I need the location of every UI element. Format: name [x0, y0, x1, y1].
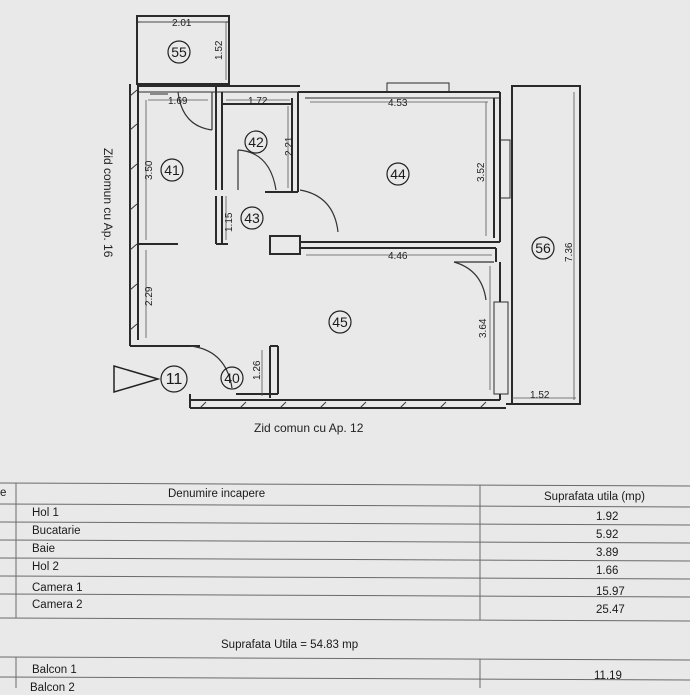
row-area: 15.97 [596, 586, 625, 598]
dim-label: 3.50 [144, 160, 155, 180]
row-area: 11.19 [594, 670, 622, 682]
dimension-labels: 2.01 1.52 1.69 1.72 4.53 2.21 3.52 3.50 … [144, 18, 575, 401]
room-number: 41 [164, 162, 180, 178]
dim-label: 1.26 [252, 360, 263, 380]
row-name: Camera 2 [32, 599, 83, 611]
row-area: 1.66 [596, 565, 619, 577]
walls [129, 15, 581, 409]
room-number: 55 [171, 44, 187, 60]
door-swings [177, 91, 494, 389]
room-number: 42 [248, 134, 264, 150]
dim-label: 2.01 [172, 18, 192, 29]
room-number: 11 [166, 371, 183, 388]
room-number: 44 [390, 166, 406, 182]
dim-label: 1.15 [224, 212, 235, 232]
dim-label: 1.52 [214, 40, 225, 60]
bottom-wall-label: Zid comun cu Ap. 12 [254, 421, 364, 435]
room-number: 45 [332, 314, 348, 330]
dim-label: 4.46 [388, 251, 408, 262]
wall-hatching [129, 89, 487, 409]
left-wall-label: Zid comun cu Ap. 16 [101, 148, 115, 258]
dim-label: 4.53 [388, 98, 408, 109]
area-table: e Denumire incapere Suprafata utila (mp)… [0, 481, 690, 694]
entry-marker [113, 364, 161, 394]
room-number: 40 [224, 370, 240, 386]
total-area: Suprafata Utila = 54.83 mp [221, 639, 359, 651]
room-markers [160, 40, 555, 393]
dim-label: 2.21 [284, 136, 295, 156]
row-name: Hol 1 [32, 507, 59, 519]
dim-label: 1.52 [530, 390, 550, 401]
table-grid [0, 482, 690, 688]
row-name: Baie [32, 543, 56, 555]
room-number: 43 [244, 210, 260, 226]
room-numbers: 55 41 42 43 44 45 56 40 11 [164, 44, 551, 388]
row-name: Balcon 2 [30, 682, 75, 694]
row-area: 5.92 [596, 529, 619, 541]
row-name: Hol 2 [32, 561, 59, 573]
dim-label: 3.64 [478, 318, 489, 338]
dim-label: 2.29 [144, 286, 155, 306]
row-name: Bucatarie [32, 525, 81, 537]
row-area: 3.89 [596, 547, 619, 559]
column-header-area: Suprafata utila (mp) [544, 491, 645, 503]
dim-label: 1.69 [168, 96, 188, 107]
dimension-lines [140, 21, 576, 400]
dim-label: 1.72 [248, 96, 268, 107]
column-header-room-name: Denumire incapere [168, 488, 266, 500]
row-name: Camera 1 [32, 582, 83, 594]
row-area: 25.47 [596, 604, 625, 616]
dim-label: 3.52 [476, 162, 487, 182]
floor-plan: 2.01 1.52 1.69 1.72 4.53 2.21 3.52 3.50 … [101, 15, 581, 435]
row-area: 1.92 [596, 511, 619, 523]
column-header-index: e [0, 487, 7, 499]
room-number: 56 [535, 240, 551, 256]
row-name: Balcon 1 [32, 664, 77, 676]
dim-label: 7.36 [564, 242, 575, 262]
